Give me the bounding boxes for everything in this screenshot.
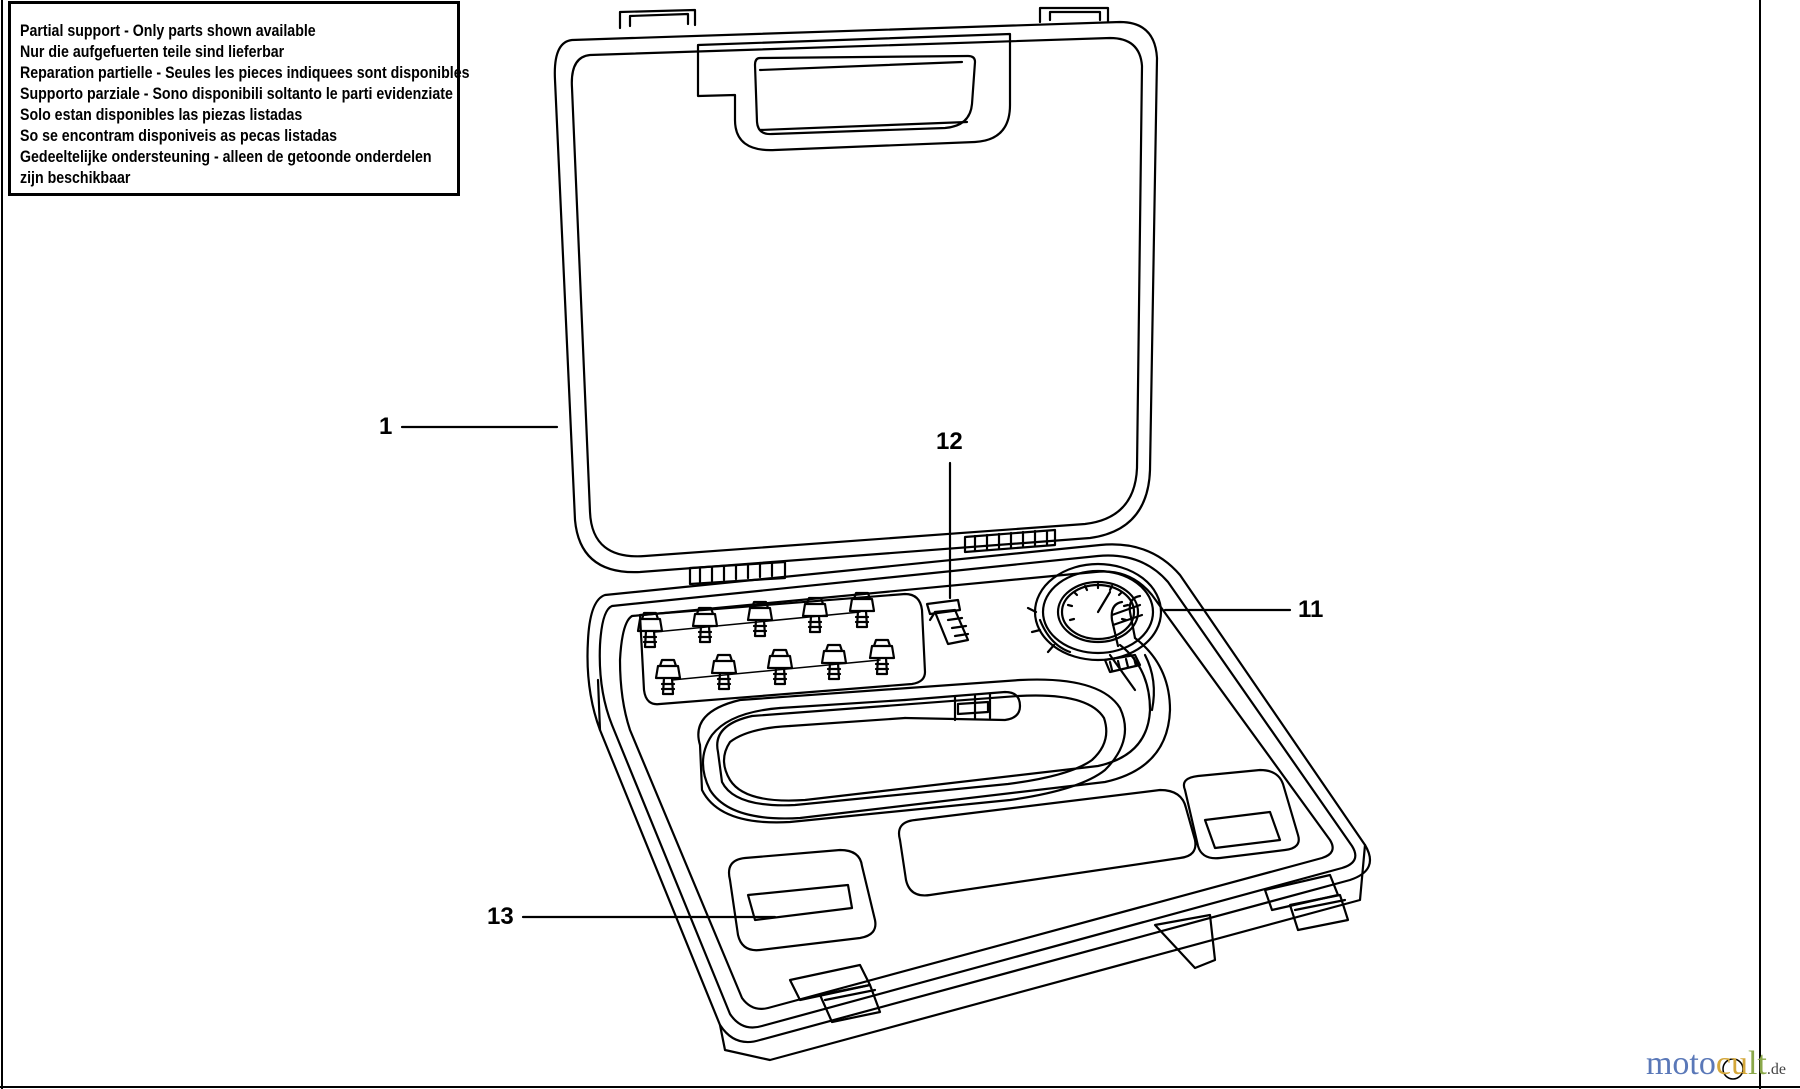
notice-line: Gedeeltelijke ondersteuning - alleen de … [20, 148, 432, 166]
fitting [766, 648, 794, 686]
watermark-part: lt [1747, 1045, 1767, 1082]
fitting [691, 606, 719, 644]
callout-12: 12 [936, 428, 963, 455]
fittings-set [636, 591, 896, 696]
notice-line: Solo estan disponibles las piezas listad… [20, 106, 303, 124]
watermark-part: cu [1715, 1045, 1748, 1082]
fitting [654, 658, 682, 696]
callout-13: 13 [487, 903, 514, 930]
hose [701, 594, 1172, 820]
watermark-logo: motocult.de [1646, 1045, 1786, 1083]
watermark-tld: .de [1766, 1061, 1786, 1078]
callout-1: 1 [379, 413, 393, 440]
notice-line: Partial support - Only parts shown avail… [20, 22, 316, 40]
pressure-gauge [1026, 562, 1163, 674]
fitting [820, 643, 848, 681]
fitting [801, 596, 829, 634]
fitting [848, 591, 876, 629]
case-lid [553, 6, 1159, 586]
notice-line: Nur die aufgefuerten teile sind lieferba… [20, 43, 285, 61]
copyright-mark [1722, 1058, 1744, 1080]
watermark-part: moto [1645, 1045, 1716, 1082]
notice-line: So se encontram disponiveis as pecas lis… [20, 127, 338, 145]
case-base [586, 543, 1372, 1062]
partial-support-notice: Partial support - Only parts shown avail… [8, 1, 470, 196]
notice-line: zijn beschikbaar [20, 169, 131, 187]
notice-line: Reparation partielle - Seules les pieces… [20, 64, 470, 82]
adapter-small [925, 598, 970, 646]
notice-line: Supporto parziale - Sono disponibili sol… [20, 85, 453, 103]
callout-11: 11 [1298, 596, 1324, 623]
fitting [746, 600, 774, 638]
fitting [868, 638, 896, 676]
fitting [710, 653, 738, 691]
